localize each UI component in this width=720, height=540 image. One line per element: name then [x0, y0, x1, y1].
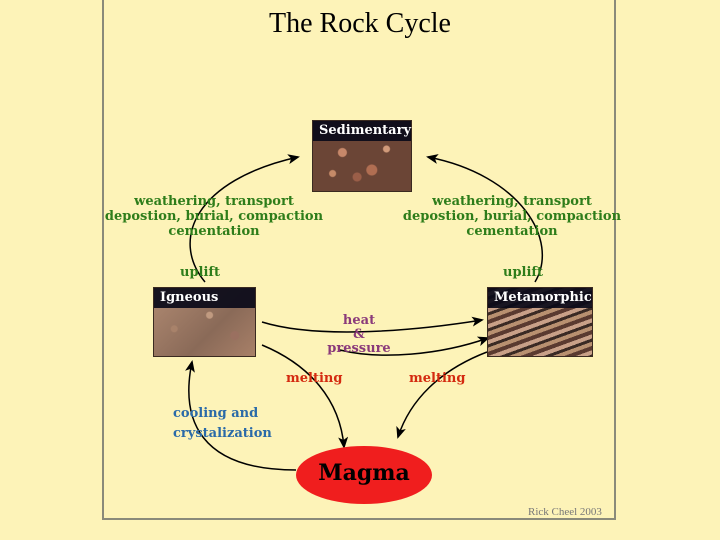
uplift-label-right: uplift — [503, 265, 544, 280]
weathering-label-right: weathering, transport depostion, burial,… — [402, 194, 622, 239]
arrow-igneous-to-sedimentary — [189, 154, 300, 283]
heat-pressure-label: heat & pressure — [327, 313, 391, 356]
sedimentary-rock-image: Sedimentary — [312, 120, 412, 192]
arrow-metamorphic-to-magma — [396, 351, 488, 439]
cooling-label: cooling and crystalization — [173, 406, 272, 441]
sedimentary-label: Sedimentary — [313, 121, 411, 141]
arrow-magma-to-igneous — [185, 360, 297, 471]
arrow-metamorphic-to-sedimentary — [426, 154, 544, 283]
credit-text: Rick Cheel 2003 — [528, 506, 602, 518]
melting-label-right: melting — [409, 371, 466, 386]
magma-label: Magma — [318, 460, 410, 486]
metamorphic-rock-image: Metamorphic — [487, 287, 593, 357]
diagram-frame — [102, 0, 616, 520]
magma-ellipse: Magma — [296, 446, 432, 504]
arrow-igneous-to-metamorphic — [261, 316, 484, 333]
arrow-magma-side-to-metamorphic — [339, 336, 490, 356]
weathering-label-left: weathering, transport depostion, burial,… — [104, 194, 324, 239]
arrow-igneous-to-magma — [261, 344, 349, 449]
igneous-rock-image: Igneous — [153, 287, 256, 357]
metamorphic-label: Metamorphic — [488, 288, 592, 308]
igneous-label: Igneous — [154, 288, 255, 308]
melting-label-left: melting — [286, 371, 343, 386]
diagram-title: The Rock Cycle — [269, 8, 451, 39]
uplift-label-left: uplift — [180, 265, 221, 280]
